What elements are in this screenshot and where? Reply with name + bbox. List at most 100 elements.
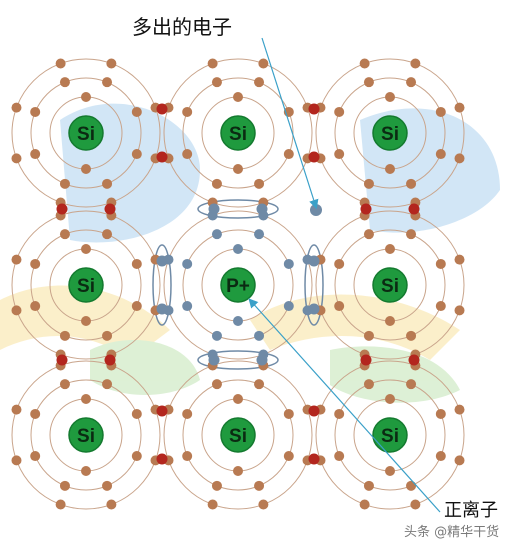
electron [131, 408, 142, 419]
electron [406, 77, 417, 88]
electron [385, 92, 395, 102]
orbit-ring [182, 77, 294, 189]
electron [182, 106, 193, 117]
atom-symbol: Si [381, 426, 399, 447]
bond-electron [408, 354, 420, 366]
electron [254, 480, 265, 491]
electron [406, 330, 417, 341]
electron [410, 58, 421, 69]
electron [30, 258, 41, 269]
electron [254, 379, 265, 390]
electron [334, 408, 345, 419]
orbit-ring [11, 58, 161, 208]
electron [59, 178, 70, 189]
covalent-bond-ring [152, 244, 172, 326]
orbit-ring [334, 379, 446, 491]
electron [406, 480, 417, 491]
electron [11, 102, 22, 113]
electron [182, 149, 193, 160]
electron-layer [11, 58, 465, 510]
electron [363, 480, 374, 491]
electron [106, 499, 117, 510]
atom-nucleus [68, 417, 104, 453]
electron [334, 451, 345, 462]
atom-nucleus [372, 417, 408, 453]
bond-electron [256, 203, 268, 215]
electron [81, 92, 91, 102]
atom-symbol: Si [381, 276, 399, 297]
electron [385, 244, 395, 254]
electron [406, 379, 417, 390]
electron [454, 102, 465, 113]
electron [30, 106, 41, 117]
electron [182, 408, 193, 419]
bond-electron [156, 453, 168, 465]
watermark-text: 头条 @精华干货 [404, 524, 499, 540]
bg-green-shape-2 [330, 346, 460, 403]
electron [211, 178, 222, 189]
electron [254, 330, 265, 341]
electron [233, 466, 243, 476]
electron [283, 258, 294, 269]
atom-symbol: P+ [226, 276, 250, 297]
bond-electron [408, 203, 420, 215]
electron [258, 58, 269, 69]
electron [59, 480, 70, 491]
covalent-bond-ring [197, 350, 279, 370]
covalent-bond-ring [197, 199, 279, 219]
electron [81, 316, 91, 326]
bond-electron [308, 453, 320, 465]
orbit-ring [30, 379, 142, 491]
bond-electron [308, 151, 320, 163]
electron [102, 480, 113, 491]
electron [283, 408, 294, 419]
electron [363, 330, 374, 341]
atom-nucleus [220, 267, 256, 303]
orbit-ring [315, 58, 465, 208]
electron [254, 178, 265, 189]
electron [182, 301, 193, 312]
electron [102, 330, 113, 341]
atom-nucleus [372, 267, 408, 303]
orbit-ring [315, 360, 465, 510]
bond-electron [56, 354, 68, 366]
electron [131, 149, 142, 160]
electron [283, 301, 294, 312]
electron [359, 499, 370, 510]
atom-symbol: Si [381, 124, 399, 145]
electron [233, 244, 243, 254]
electron [131, 301, 142, 312]
bond-electron [308, 103, 320, 115]
electron [59, 229, 70, 240]
electron [435, 149, 446, 160]
electron [233, 164, 243, 174]
electron [254, 229, 265, 240]
electron [283, 149, 294, 160]
electron [81, 466, 91, 476]
orbit-ring [334, 77, 446, 189]
electron [435, 408, 446, 419]
electron [102, 229, 113, 240]
atom-nucleus [220, 417, 256, 453]
bond-electron [208, 203, 220, 215]
electron [233, 92, 243, 102]
electron [59, 379, 70, 390]
electron [385, 316, 395, 326]
orbit-ring [11, 210, 161, 360]
positive-ion-label: 正离子 [444, 500, 498, 521]
electron [385, 394, 395, 404]
electron [30, 301, 41, 312]
orbit-ring [334, 229, 446, 341]
electron [410, 499, 421, 510]
electron [454, 254, 465, 265]
electron [334, 106, 345, 117]
orbit-layer [11, 58, 465, 510]
bond-electron [360, 203, 372, 215]
bond-electron [360, 354, 372, 366]
electron [182, 258, 193, 269]
electron [59, 330, 70, 341]
orbit-ring [11, 360, 161, 510]
electron [131, 451, 142, 462]
bond-electron [56, 203, 68, 215]
